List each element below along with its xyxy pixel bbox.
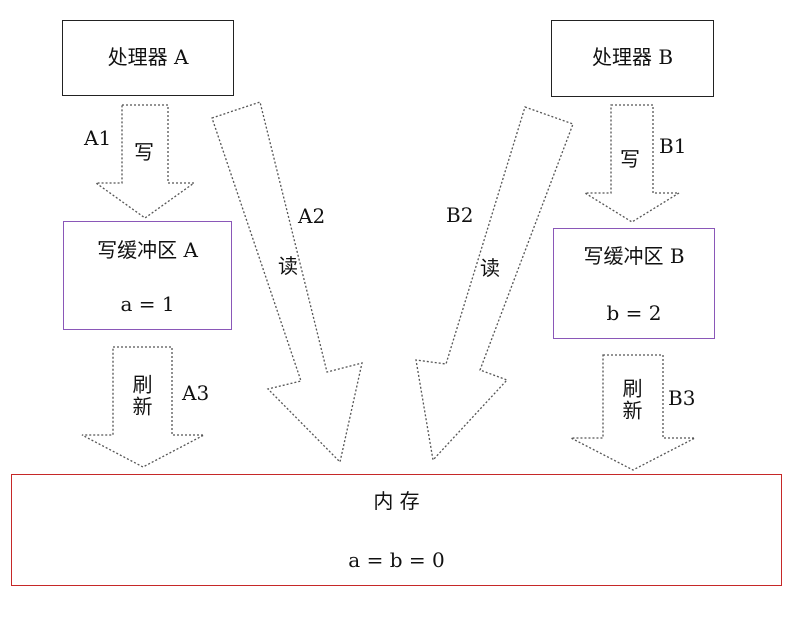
arrow-a3-id: A3 <box>182 381 210 405</box>
main-memory-value: a = b = 0 <box>348 548 445 572</box>
write-buffer-b-title: 写缓冲区 B <box>583 244 685 268</box>
arrow-b1-write <box>582 104 682 223</box>
arrow-a2-read <box>211 101 363 464</box>
processor-a-box: 处理器 A <box>62 20 234 96</box>
arrow-a3-flush <box>81 346 205 468</box>
processor-b-box: 处理器 B <box>551 20 714 97</box>
write-buffer-b-box: 写缓冲区 B b = 2 <box>553 228 715 339</box>
arrow-b2-id: B2 <box>446 203 474 227</box>
arrow-b2-action: 读 <box>480 256 500 280</box>
arrow-b2-read <box>415 106 574 462</box>
main-memory-box: 内 存 a = b = 0 <box>11 474 782 586</box>
processor-a-label: 处理器 A <box>107 45 189 69</box>
write-buffer-a-title: 写缓冲区 A <box>97 238 198 262</box>
arrow-a2-id: A2 <box>298 204 326 228</box>
main-memory-title: 内 存 <box>373 489 420 513</box>
arrow-b3-flush <box>570 354 696 471</box>
write-buffer-a-box: 写缓冲区 A a = 1 <box>63 221 232 330</box>
arrow-b1-id: B1 <box>659 134 687 158</box>
arrow-a1-write <box>93 104 197 219</box>
arrow-b3-action: 刷新 <box>619 378 643 422</box>
write-buffer-a-value: a = 1 <box>120 292 175 316</box>
arrow-a2-action: 读 <box>278 254 298 278</box>
arrow-a1-action: 写 <box>134 140 154 164</box>
arrow-b1-action: 写 <box>620 147 640 171</box>
arrow-a1-id: A1 <box>84 126 112 150</box>
processor-b-label: 处理器 B <box>591 45 674 69</box>
write-buffer-b-value: b = 2 <box>606 301 662 325</box>
arrow-b3-id: B3 <box>668 386 696 410</box>
arrow-a3-action: 刷新 <box>129 374 153 418</box>
